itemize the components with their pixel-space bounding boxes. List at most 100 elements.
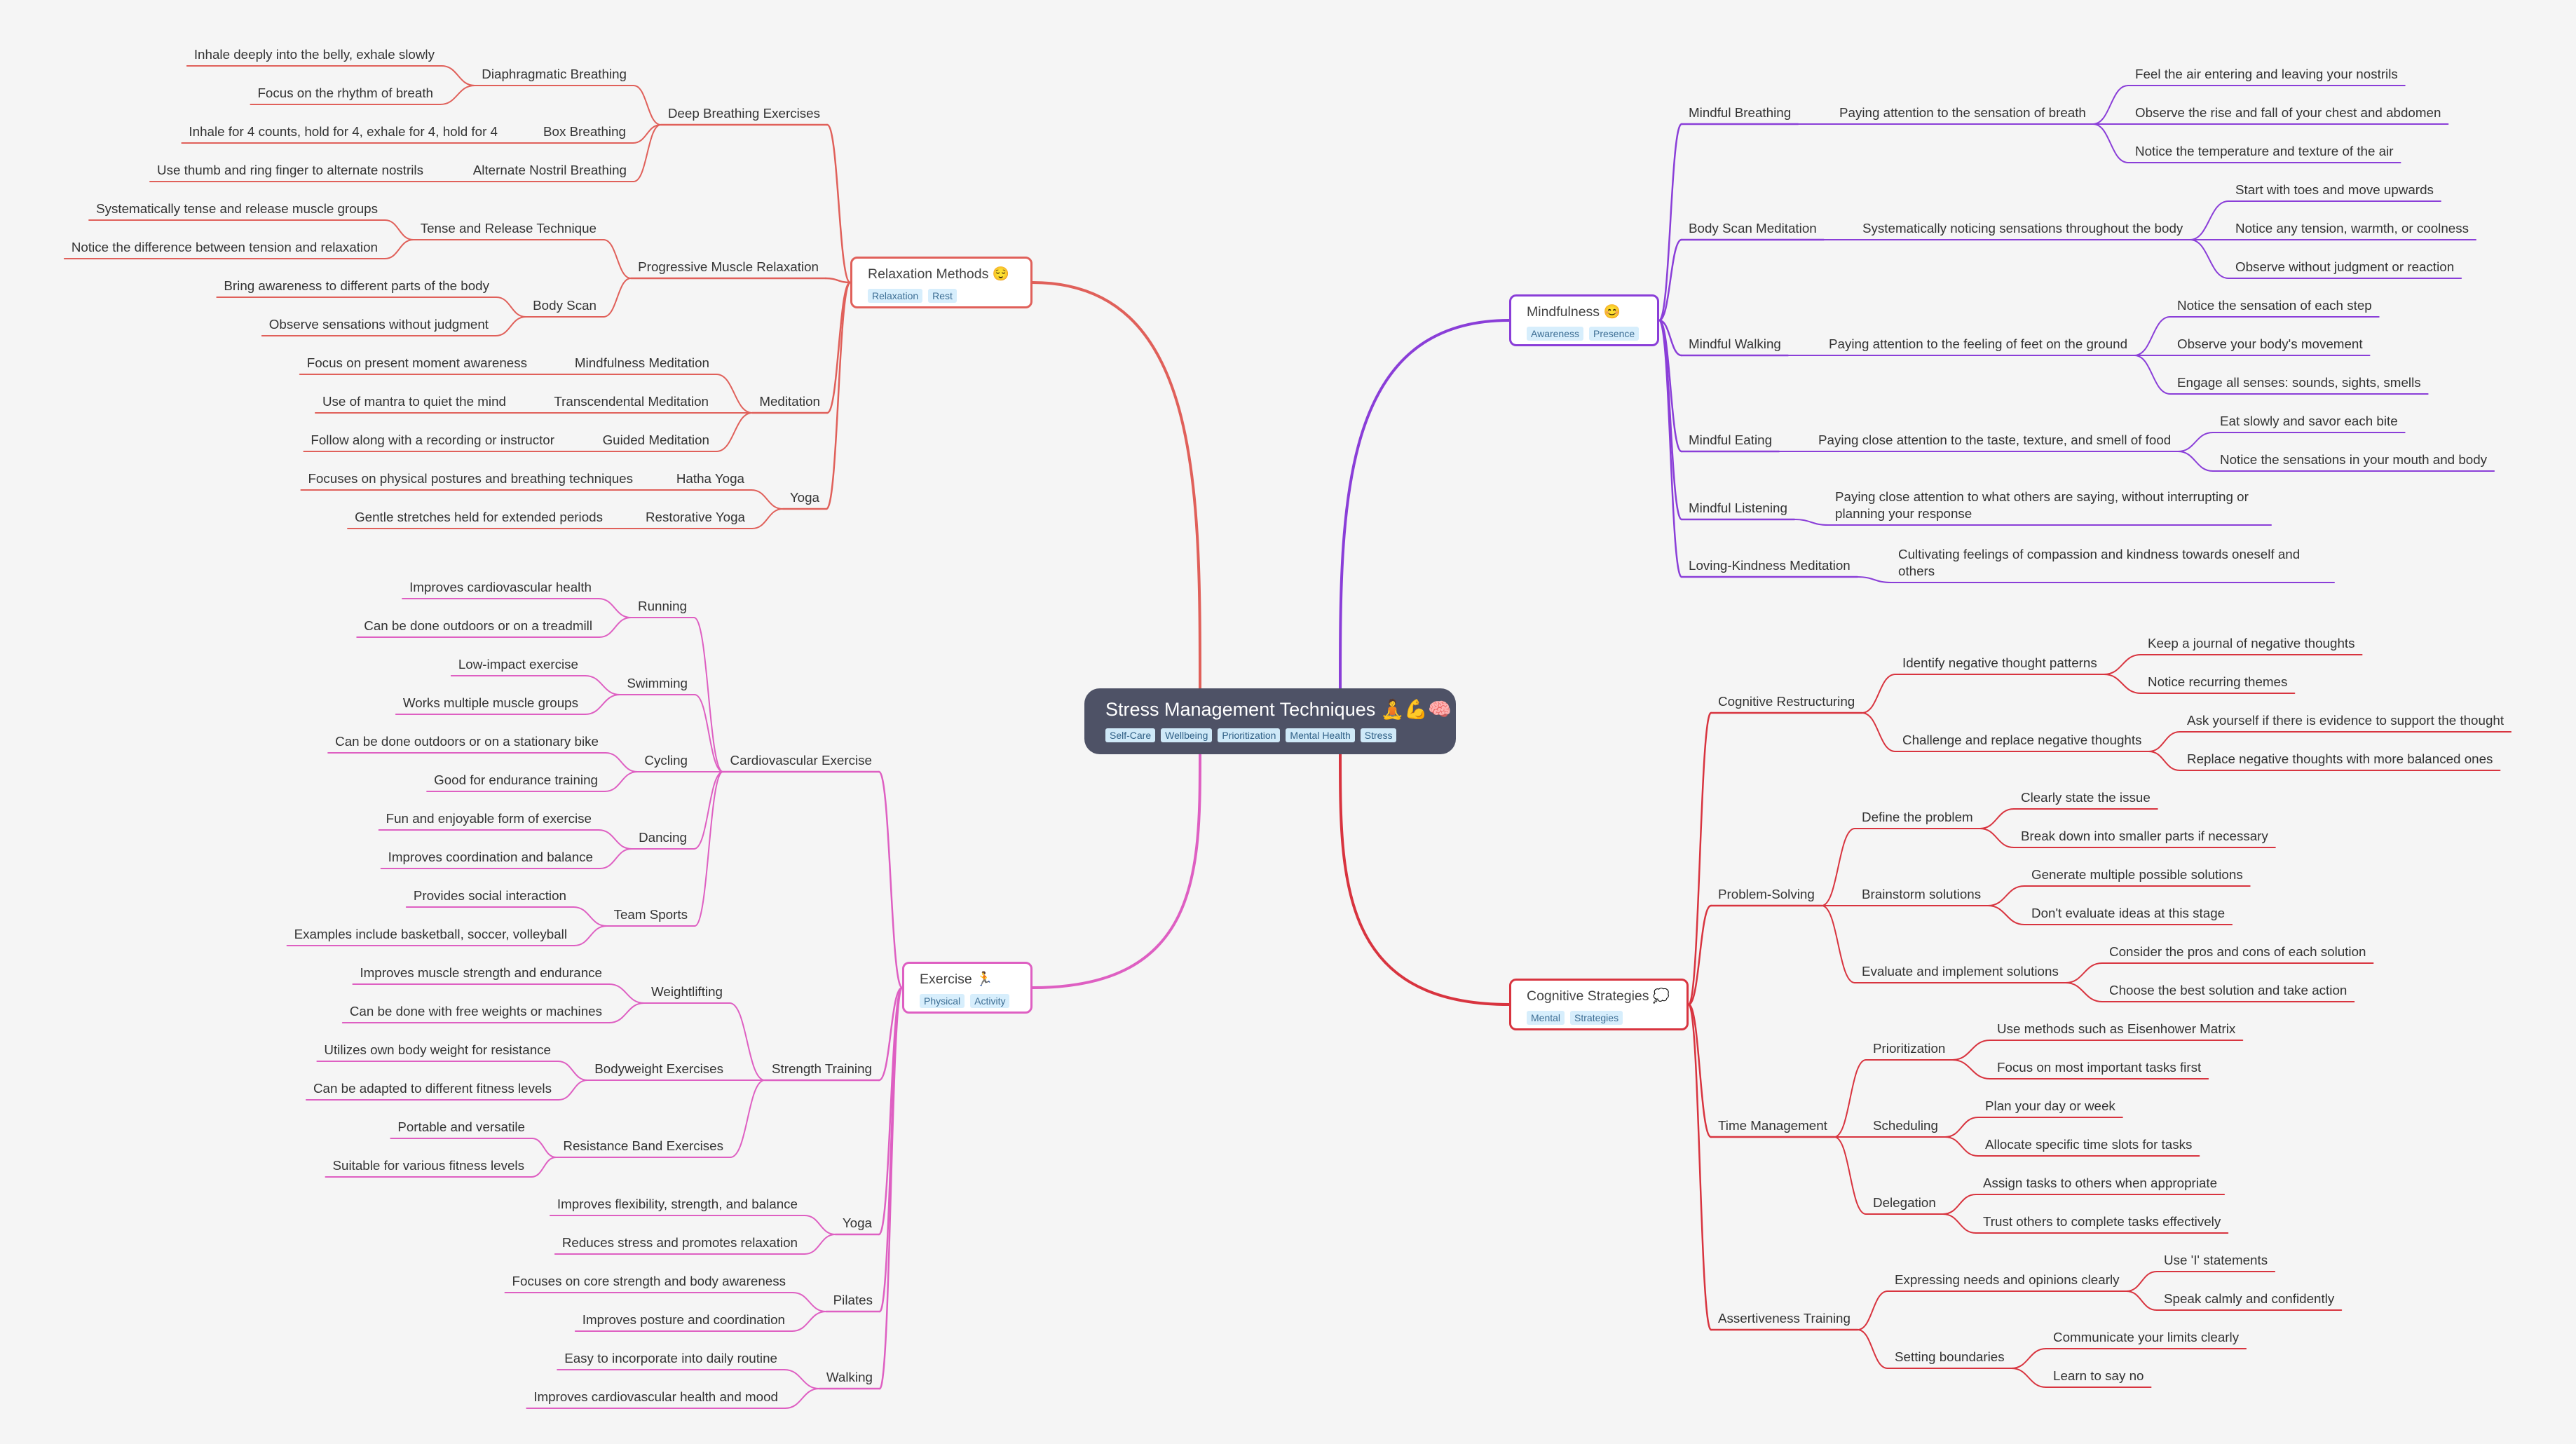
topic-deep-breathing-exercises[interactable]: Deep Breathing Exercises [667,106,820,121]
topic-yoga[interactable]: Yoga [789,490,819,505]
leaf-topic[interactable]: Improves cardiovascular health [409,580,592,594]
topic-mindful-walking[interactable]: Mindful Walking [1689,336,1781,351]
topic-progressive-muscle-relaxation[interactable]: Progressive Muscle Relaxation [638,259,819,274]
leaf-topic[interactable]: Ask yourself if there is evidence to sup… [2187,713,2505,728]
leaf-topic[interactable]: Eat slowly and savor each bite [2220,414,2398,428]
topic-strength-training[interactable]: Strength Training [771,1061,872,1076]
topic-breath-sensation[interactable]: Paying attention to the sensation of bre… [1839,105,2086,120]
leaf-topic[interactable]: Notice any tension, warmth, or coolness [2235,221,2469,236]
leaf-topic[interactable]: Reduces stress and promotes relaxation [561,1235,798,1250]
leaf-topic[interactable]: Gentle stretches held for extended perio… [355,510,603,524]
leaf-topic[interactable]: Replace negative thoughts with more bala… [2187,751,2493,766]
leaf-topic[interactable]: Follow along with a recording or instruc… [311,432,554,447]
topic-pilates[interactable]: Pilates [833,1293,873,1307]
leaf-topic[interactable]: Improves cardiovascular health and mood [533,1389,778,1404]
leaf-topic[interactable]: Trust others to complete tasks effective… [1983,1214,2221,1229]
topic-noticing-sensations[interactable]: Systematically noticing sensations throu… [1862,221,2183,236]
leaf-topic[interactable]: Break down into smaller parts if necessa… [2021,829,2268,843]
leaf-topic[interactable]: Don't evaluate ideas at this stage [2031,906,2226,920]
topic-delegation[interactable]: Delegation [1873,1195,1936,1210]
topic-scheduling[interactable]: Scheduling [1873,1118,1938,1133]
topic-diaphragmatic-breathing[interactable]: Diaphragmatic Breathing [482,67,627,81]
leaf-topic[interactable]: Can be adapted to different fitness leve… [313,1081,552,1096]
leaf-topic[interactable]: Can be done outdoors or on a stationary … [335,734,599,749]
leaf-topic[interactable]: Fun and enjoyable form of exercise [386,811,592,826]
leaf-topic[interactable]: Works multiple muscle groups [402,695,578,710]
leaf-topic[interactable]: Observe the rise and fall of your chest … [2135,105,2441,120]
topic-yoga[interactable]: Yoga [842,1215,872,1230]
root-topic[interactable]: Stress Management Techniques 🧘💪🧠 Self-Ca… [1084,688,1456,754]
topic-brainstorm-solutions[interactable]: Brainstorm solutions [1862,887,1982,901]
leaf-topic[interactable]: Focus on most important tasks first [1997,1060,2202,1075]
leaf-topic[interactable]: Notice recurring themes [2148,674,2288,689]
topic-feet-on-ground[interactable]: Paying attention to the feeling of feet … [1829,336,2128,351]
leaf-topic[interactable]: Provides social interaction [413,888,566,903]
topic-tense-and-release[interactable]: Tense and Release Technique [420,221,597,236]
leaf-topic[interactable]: Plan your day or week [1985,1098,2115,1113]
leaf-topic[interactable]: Paying close attention to what others ar… [1835,489,2249,521]
leaf-topic[interactable]: Improves coordination and balance [388,850,593,864]
leaf-topic[interactable]: Can be done outdoors or on a treadmill [364,618,592,633]
topic-weightlifting[interactable]: Weightlifting [651,984,723,999]
leaf-topic[interactable]: Portable and versatile [397,1119,525,1134]
topic-mindfulness-meditation[interactable]: Mindfulness Meditation [574,355,709,370]
leaf-topic[interactable]: Use of mantra to quiet the mind [322,394,506,409]
topic-mindful-eating[interactable]: Mindful Eating [1689,432,1773,447]
leaf-topic[interactable]: Consider the pros and cons of each solut… [2109,944,2366,959]
topic-alternate-nostril-breathing[interactable]: Alternate Nostril Breathing [472,163,627,177]
topic-cardiovascular-exercise[interactable]: Cardiovascular Exercise [730,753,873,768]
leaf-topic[interactable]: Inhale for 4 counts, hold for 4, exhale … [189,124,498,139]
topic-meditation[interactable]: Meditation [759,394,820,409]
topic-time-management[interactable]: Time Management [1718,1118,1827,1133]
leaf-topic[interactable]: Inhale deeply into the belly, exhale slo… [193,47,435,62]
topic-restorative-yoga[interactable]: Restorative Yoga [645,510,745,524]
leaf-topic[interactable]: Focuses on physical postures and breathi… [308,471,633,486]
leaf-topic[interactable]: Cultivating feelings of compassion and k… [1898,547,2301,578]
leaf-topic[interactable]: Assign tasks to others when appropriate [1983,1176,2218,1190]
leaf-topic[interactable]: Generate multiple possible solutions [2031,867,2243,882]
topic-identify-negative-thoughts[interactable]: Identify negative thought patterns [1902,655,2097,670]
leaf-topic[interactable]: Bring awareness to different parts of th… [224,278,489,293]
leaf-topic[interactable]: Observe without judgment or reaction [2235,259,2455,274]
leaf-topic[interactable]: Observe sensations without judgment [268,317,489,332]
leaf-topic[interactable]: Learn to say no [2053,1368,2144,1383]
topic-evaluate-solutions[interactable]: Evaluate and implement solutions [1862,964,2059,979]
topic-taste-texture-smell[interactable]: Paying close attention to the taste, tex… [1818,432,2172,447]
leaf-topic[interactable]: Utilizes own body weight for resistance [324,1042,551,1057]
topic-team-sports[interactable]: Team Sports [613,907,688,922]
topic-bodyweight-exercises[interactable]: Bodyweight Exercises [594,1061,723,1076]
leaf-topic[interactable]: Notice the temperature and texture of th… [2135,144,2394,158]
topic-box-breathing[interactable]: Box Breathing [543,124,626,139]
leaf-topic[interactable]: Choose the best solution and take action [2109,983,2347,997]
leaf-topic[interactable]: Improves muscle strength and endurance [360,965,602,980]
topic-body-scan[interactable]: Body Scan [533,298,597,313]
leaf-topic[interactable]: Start with toes and move upwards [2235,182,2434,197]
leaf-topic[interactable]: Focus on the rhythm of breath [257,86,433,100]
topic-mindful-listening[interactable]: Mindful Listening [1689,500,1787,515]
topic-cognitive-restructuring[interactable]: Cognitive Restructuring [1718,694,1855,709]
leaf-topic[interactable]: Systematically tense and release muscle … [96,201,378,216]
leaf-topic[interactable]: Clearly state the issue [2021,790,2151,805]
leaf-topic[interactable]: Speak calmly and confidently [2164,1291,2335,1306]
topic-running[interactable]: Running [638,599,687,613]
topic-resistance-band-exercises[interactable]: Resistance Band Exercises [563,1138,723,1153]
leaf-topic[interactable]: Can be done with free weights or machine… [349,1004,602,1019]
leaf-topic[interactable]: Use methods such as Eisenhower Matrix [1997,1021,2236,1036]
leaf-topic[interactable]: Communicate your limits clearly [2053,1330,2240,1344]
topic-prioritization[interactable]: Prioritization [1873,1041,1946,1056]
topic-mindful-breathing[interactable]: Mindful Breathing [1689,105,1792,120]
leaf-topic[interactable]: Suitable for various fitness levels [332,1158,524,1173]
leaf-topic[interactable]: Engage all senses: sounds, sights, smell… [2177,375,2421,390]
leaf-topic[interactable]: Improves posture and coordination [582,1312,785,1327]
leaf-topic[interactable]: Low-impact exercise [458,657,578,672]
leaf-topic[interactable]: Notice the sensation of each step [2177,298,2372,313]
leaf-topic[interactable]: Use thumb and ring finger to alternate n… [157,163,423,177]
topic-hatha-yoga[interactable]: Hatha Yoga [676,471,744,486]
topic-transcendental-meditation[interactable]: Transcendental Meditation [554,394,709,409]
leaf-topic[interactable]: Good for endurance training [434,772,598,787]
